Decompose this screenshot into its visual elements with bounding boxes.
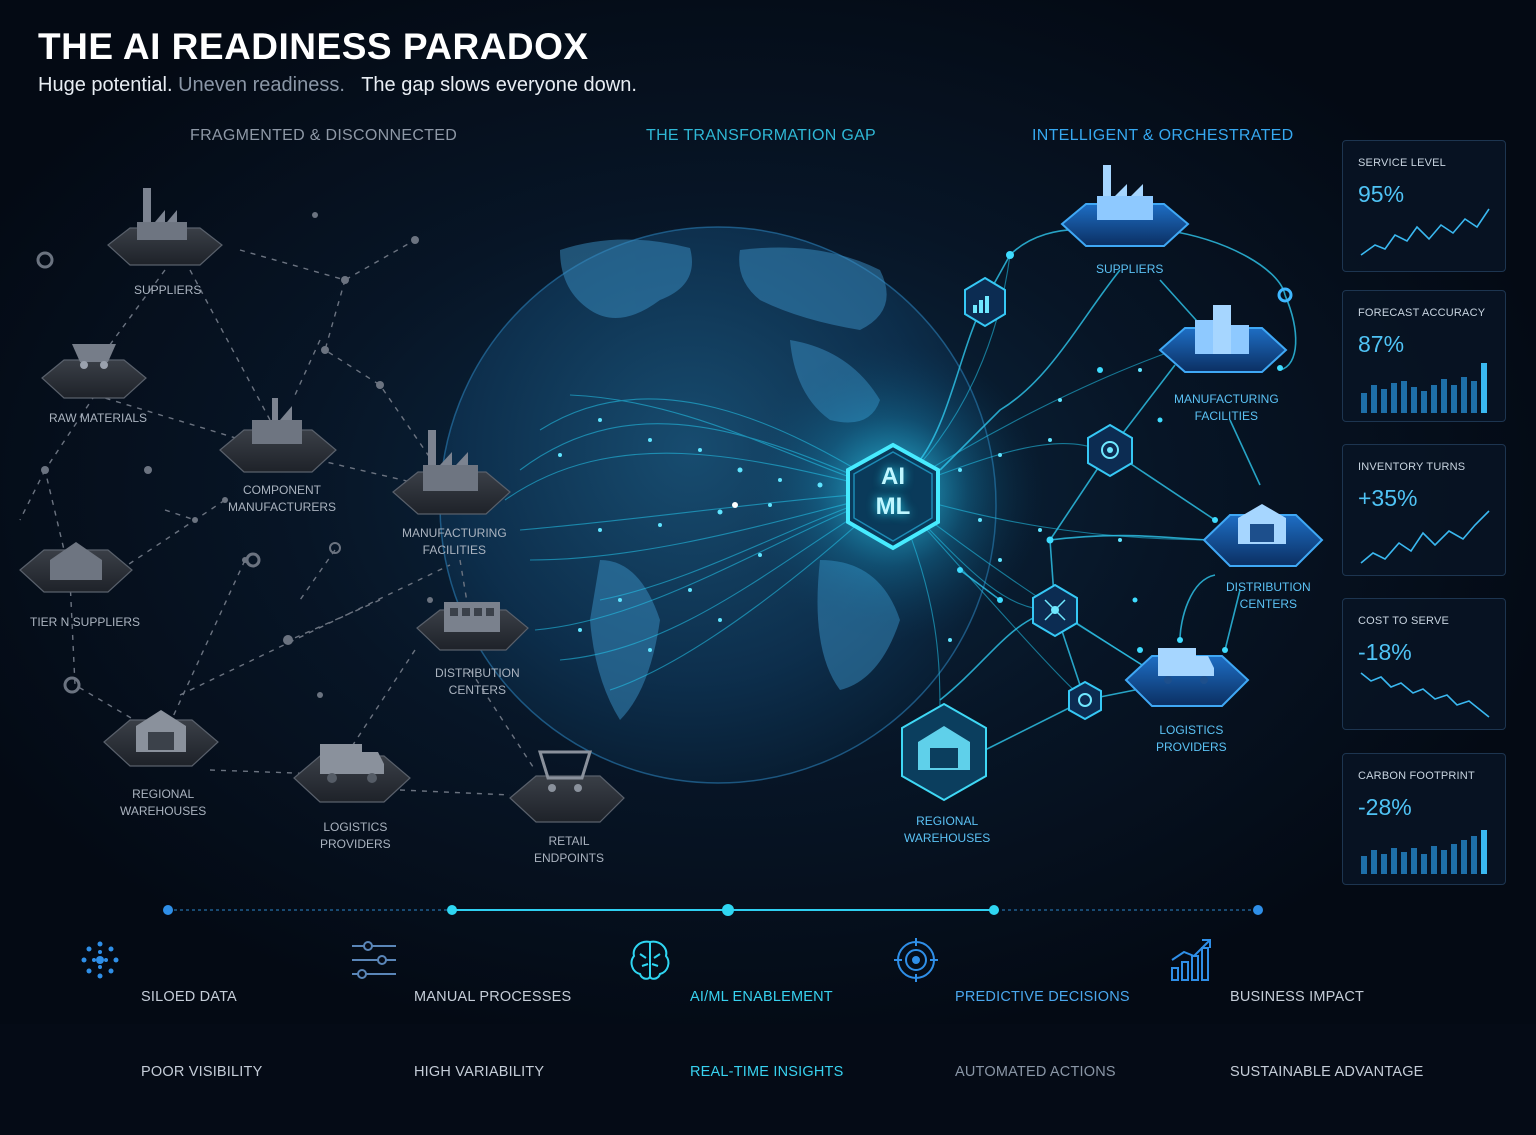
node-raw-materials-left bbox=[41, 344, 147, 399]
sync-hex-icon bbox=[1068, 680, 1102, 721]
feature-siloed-data: SILOED DATA POOR VISIBILITY bbox=[141, 935, 262, 1135]
feature-line-2: REAL-TIME INSIGHTS bbox=[690, 1064, 844, 1080]
feature-manual-processes: MANUAL PROCESSES HIGH VARIABILITY bbox=[414, 935, 571, 1135]
orchestrated-nodes bbox=[957, 251, 1293, 653]
kpi-sparkline bbox=[1360, 672, 1490, 718]
subtitle-part-2: Uneven readiness. bbox=[178, 74, 345, 96]
kpi-card-carbon-footprint: CARBON FOOTPRINT -28% bbox=[1342, 753, 1506, 885]
label-raw-materials-left: RAW MATERIALS bbox=[49, 411, 148, 425]
node-retail-endpoints-left bbox=[509, 750, 625, 823]
node-distribution-centers-right bbox=[1202, 504, 1324, 567]
node-regional-warehouses-right bbox=[901, 702, 987, 802]
kpi-label: CARBON FOOTPRINT bbox=[1358, 770, 1475, 782]
ai-ml-hub bbox=[846, 442, 940, 551]
label-regional-warehouses-left: REGIONAL WAREHOUSES bbox=[120, 787, 207, 818]
target-icon bbox=[894, 938, 938, 982]
network-diagram bbox=[19, 212, 1297, 796]
kpi-sparkline bbox=[1360, 208, 1490, 256]
kpi-value: -28% bbox=[1358, 794, 1412, 820]
feature-line-2: HIGH VARIABILITY bbox=[414, 1064, 545, 1080]
node-suppliers-left bbox=[107, 188, 223, 266]
feature-line-1: SILOED DATA bbox=[141, 989, 237, 1005]
label-distribution-centers-left: DISTRIBUTION CENTERS bbox=[435, 666, 520, 697]
label-tier-n-suppliers-left: TIER N SUPPLIERS bbox=[30, 615, 141, 629]
brain-icon bbox=[630, 940, 670, 980]
page-title: THE AI READINESS PARADOX bbox=[38, 26, 589, 67]
subtitle-part-1: Huge potential. bbox=[38, 74, 179, 96]
label-logistics-providers-left: LOGISTICS PROVIDERS bbox=[320, 820, 391, 851]
ai-ml-label: AI ML bbox=[848, 446, 938, 536]
section-heading-intelligent: INTELLIGENT & ORCHESTRATED bbox=[1032, 127, 1294, 144]
feature-line-1: MANUAL PROCESSES bbox=[414, 989, 572, 1005]
infographic-canvas: THE AI READINESS PARADOX Huge potential.… bbox=[0, 0, 1536, 1080]
sliders-icon bbox=[352, 941, 396, 979]
network-hex-icon bbox=[1032, 583, 1078, 638]
feature-line-2: SUSTAINABLE ADVANTAGE bbox=[1230, 1064, 1424, 1080]
kpi-card-service-level: SERVICE LEVEL 95% bbox=[1342, 140, 1506, 272]
scatter-dots-icon bbox=[81, 941, 119, 979]
feature-business-impact: BUSINESS IMPACT SUSTAINABLE ADVANTAGE bbox=[1230, 935, 1424, 1135]
kpi-card-cost-to-serve: COST TO SERVE -18% bbox=[1342, 598, 1506, 730]
subtitle-part-3: The gap slows everyone down. bbox=[344, 74, 637, 96]
label-manufacturing-facilities-right: MANUFACTURING FACILITIES bbox=[1174, 392, 1279, 423]
ai-label: AI bbox=[881, 463, 905, 490]
ml-label: ML bbox=[875, 493, 911, 520]
feature-ai-ml-enablement: AI/ML ENABLEMENT REAL-TIME INSIGHTS bbox=[690, 935, 843, 1135]
node-suppliers-right bbox=[1060, 165, 1190, 247]
section-heading-gap: THE TRANSFORMATION GAP bbox=[646, 127, 877, 144]
node-distribution-centers-left bbox=[416, 602, 529, 651]
gear-network-hex-icon bbox=[1087, 423, 1133, 478]
node-component-manufacturers-left bbox=[219, 398, 337, 473]
kpi-label: SERVICE LEVEL bbox=[1358, 157, 1446, 169]
node-regional-warehouses-left bbox=[103, 710, 219, 767]
kpi-sparkline bbox=[1360, 510, 1490, 564]
node-logistics-providers-left bbox=[293, 744, 411, 803]
label-component-manufacturers-left: COMPONENT MANUFACTURERS bbox=[228, 483, 337, 514]
node-manufacturing-facilities-left bbox=[392, 430, 511, 515]
kpi-value: 95% bbox=[1358, 181, 1405, 207]
feature-predictive-decisions: PREDICTIVE DECISIONS AUTOMATED ACTIONS bbox=[955, 935, 1130, 1135]
kpi-value: -18% bbox=[1358, 639, 1412, 665]
label-manufacturing-facilities-left: MANUFACTURING FACILITIES bbox=[402, 526, 507, 557]
analytics-hex-icon bbox=[964, 276, 1006, 328]
kpi-value: +35% bbox=[1358, 485, 1418, 511]
label-suppliers-right: SUPPLIERS bbox=[1096, 262, 1164, 276]
page-subtitle: Huge potential. Uneven readiness. The ga… bbox=[38, 74, 637, 97]
growth-chart-icon bbox=[1171, 939, 1211, 981]
stream-particles bbox=[558, 368, 1142, 652]
feature-line-1: PREDICTIVE DECISIONS bbox=[955, 989, 1130, 1005]
label-suppliers-left: SUPPLIERS bbox=[134, 283, 202, 297]
label-logistics-providers-right: LOGISTICS PROVIDERS bbox=[1156, 723, 1227, 754]
feature-line-1: AI/ML ENABLEMENT bbox=[690, 989, 833, 1005]
kpi-label: FORECAST ACCURACY bbox=[1358, 307, 1486, 319]
kpi-card-forecast-accuracy: FORECAST ACCURACY 87% bbox=[1342, 290, 1506, 422]
feature-line-2: POOR VISIBILITY bbox=[141, 1064, 263, 1080]
kpi-bar-chart bbox=[1361, 830, 1487, 874]
label-regional-warehouses-right: REGIONAL WAREHOUSES bbox=[904, 814, 991, 845]
kpi-label: INVENTORY TURNS bbox=[1358, 461, 1466, 473]
label-distribution-centers-right: DISTRIBUTION CENTERS bbox=[1226, 580, 1311, 611]
label-retail-endpoints-left: RETAIL ENDPOINTS bbox=[534, 834, 605, 865]
node-tier-n-suppliers-left bbox=[19, 542, 133, 593]
node-manufacturing-facilities-right bbox=[1158, 305, 1288, 373]
kpi-value: 87% bbox=[1358, 331, 1405, 357]
kpi-bar-chart bbox=[1361, 363, 1487, 413]
section-heading-fragmented: FRAGMENTED & DISCONNECTED bbox=[190, 127, 458, 144]
kpi-label: COST TO SERVE bbox=[1358, 615, 1450, 627]
kpi-card-inventory-turns: INVENTORY TURNS +35% bbox=[1342, 444, 1506, 576]
feature-line-1: BUSINESS IMPACT bbox=[1230, 989, 1365, 1005]
node-layer bbox=[19, 165, 1324, 823]
node-logistics-providers-right bbox=[1124, 648, 1250, 707]
feature-line-2: AUTOMATED ACTIONS bbox=[955, 1064, 1116, 1080]
